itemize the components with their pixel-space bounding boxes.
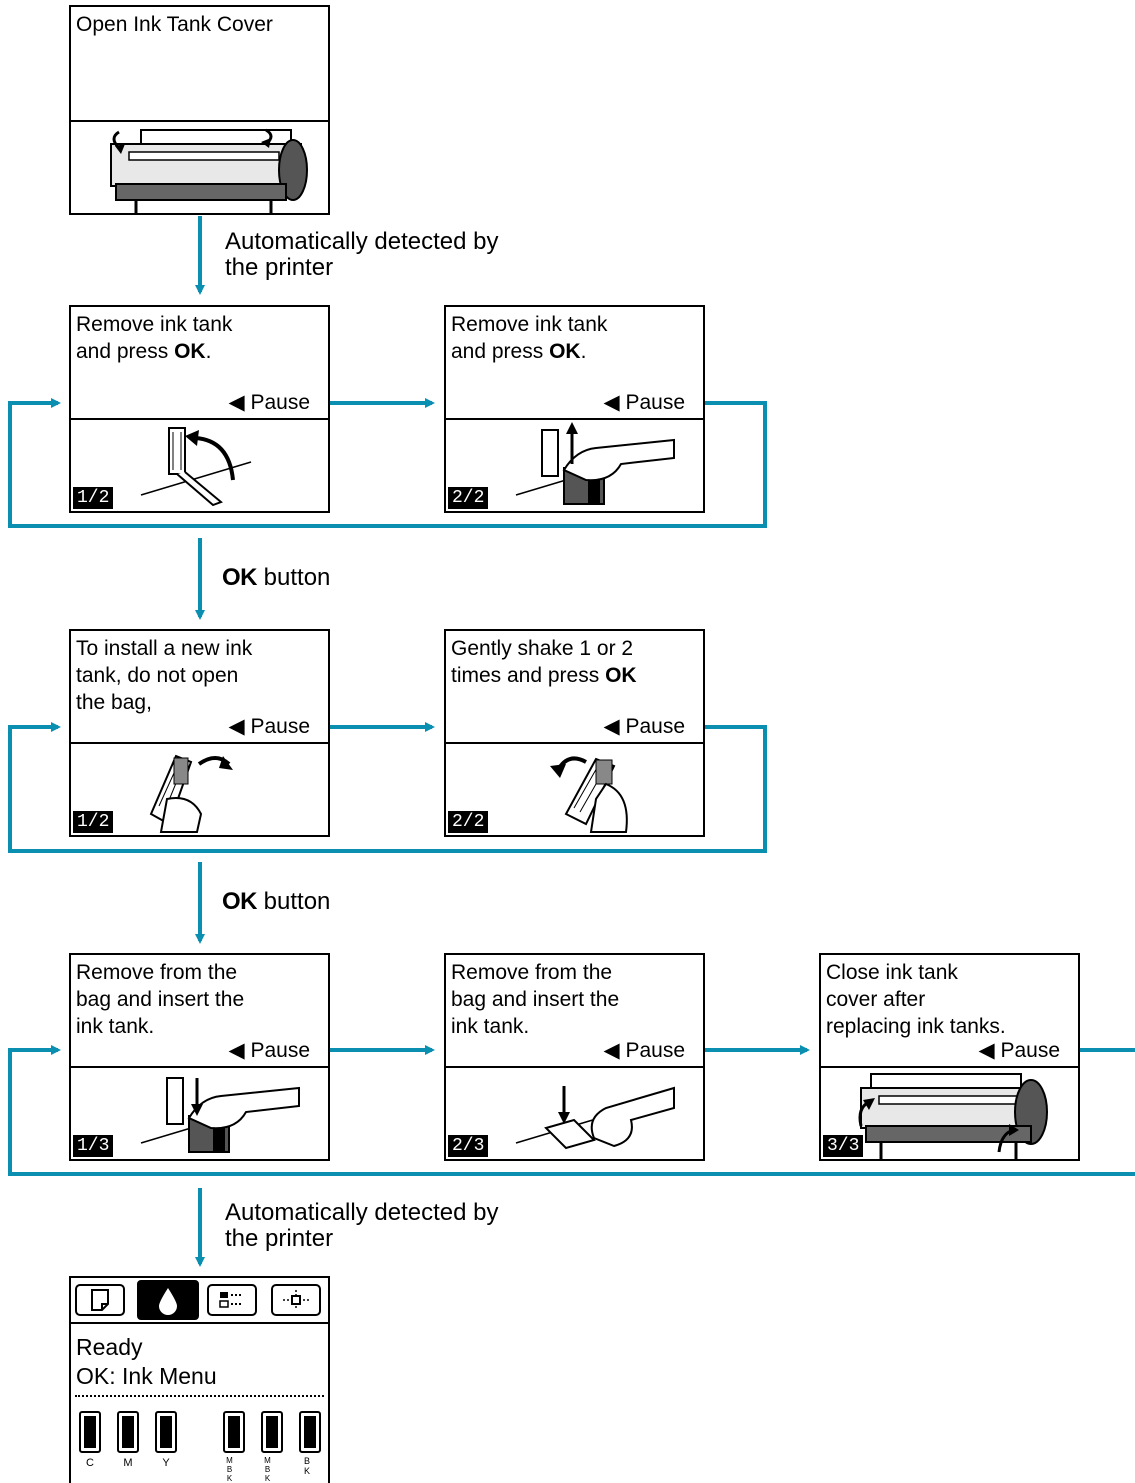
ink-label-m: M — [123, 1457, 133, 1469]
pause-label: ◀ Pause — [228, 715, 310, 738]
page-indicator: 2/2 — [448, 811, 489, 833]
pause-label: ◀ Pause — [228, 1039, 310, 1062]
text-period: . — [205, 340, 212, 363]
page-indicator: 1/3 — [73, 1135, 114, 1157]
ink-level-mbk-1 — [223, 1411, 245, 1453]
transition-label-auto-detect-2: Automatically detected by the printer — [225, 1199, 499, 1252]
ink-level-mbk-2 — [261, 1411, 283, 1453]
remove-tank-lever-illustration — [71, 420, 328, 511]
panel-text: Gently shake 1 or 2 times and press OK — [451, 635, 637, 689]
divider — [71, 120, 328, 122]
ok-keyword: OK — [549, 340, 581, 363]
divider — [446, 742, 703, 744]
panel-remove-ink-tank-2: Remove ink tank and press OK. ◀ Pause 2/2 — [444, 305, 705, 513]
job-list-icon — [219, 1292, 243, 1308]
dotted-divider — [75, 1395, 324, 1397]
button-word: button — [257, 564, 331, 591]
pause-label: ◀ Pause — [603, 715, 685, 738]
settings-icon — [283, 1290, 309, 1310]
panel-text: Open Ink Tank Cover — [76, 13, 273, 36]
text-line-1: Remove ink tank — [76, 313, 233, 336]
text-line-1: Gently shake 1 or 2 — [451, 637, 634, 660]
ink-label-y: Y — [162, 1457, 170, 1469]
pause-label: ◀ Pause — [978, 1039, 1060, 1062]
page-indicator: 2/3 — [448, 1135, 489, 1157]
tab-jobs — [207, 1284, 257, 1316]
tab-settings — [271, 1284, 321, 1316]
page-indicator: 1/2 — [73, 487, 114, 509]
panel-close-cover: Close ink tank cover after replacing ink… — [819, 953, 1080, 1161]
panel-install-new-tank-2: Gently shake 1 or 2 times and press OK ◀ … — [444, 629, 705, 837]
press-tank-illustration — [446, 1068, 703, 1159]
printer-open-illustration — [71, 122, 328, 213]
insert-tank-illustration — [71, 1068, 328, 1159]
ok-keyword: OK — [605, 664, 637, 687]
ok-keyword: OK — [222, 564, 258, 591]
panel-open-ink-tank-cover: Open Ink Tank Cover — [69, 5, 330, 215]
pause-label: ◀ Pause — [603, 391, 685, 414]
ink-level-c — [79, 1411, 101, 1453]
transition-label-ok-button: OK button — [222, 565, 330, 591]
page-indicator: 1/2 — [73, 811, 114, 833]
text-line-2: and press — [451, 340, 550, 363]
divider — [71, 1322, 328, 1324]
ink-level-bk — [299, 1411, 321, 1453]
panel-ready-screen: Ready OK: Ink Menu C M Y MBK MBK BK — [69, 1276, 330, 1483]
text-line-1: Remove ink tank — [451, 313, 608, 336]
text-line-2: times and press — [451, 664, 606, 687]
ink-label-c: C — [86, 1457, 94, 1469]
shake-tank-illustration — [446, 744, 703, 835]
panel-text: Remove ink tank and press OK. — [76, 311, 232, 365]
panel-text: Remove from the bag and insert the ink t… — [76, 961, 245, 1038]
divider — [446, 1066, 703, 1068]
panel-text: Close ink tank cover after replacing ink… — [826, 961, 1006, 1038]
pull-out-tank-illustration — [446, 420, 703, 511]
page-indicator: 3/3 — [823, 1135, 864, 1157]
ok-keyword: OK — [174, 340, 206, 363]
divider — [446, 418, 703, 420]
button-word: button — [257, 888, 331, 915]
panel-insert-tank-2: Remove from the bag and insert the ink t… — [444, 953, 705, 1161]
panel-remove-ink-tank-1: Remove ink tank and press OK. ◀ Pause 1/2 — [69, 305, 330, 513]
panel-insert-tank-1: Remove from the bag and insert the ink t… — [69, 953, 330, 1161]
page-indicator: 2/2 — [448, 487, 489, 509]
panel-text: Remove ink tank and press OK. — [451, 311, 607, 365]
status-text: Ready — [76, 1334, 143, 1360]
paper-icon — [91, 1289, 109, 1311]
divider — [71, 418, 328, 420]
hold-bag-illustration — [71, 744, 328, 835]
tab-bar — [71, 1278, 328, 1322]
ink-drop-icon — [159, 1288, 177, 1315]
tab-ink — [137, 1280, 199, 1320]
text-period: . — [580, 340, 587, 363]
panel-install-new-tank-1: To install a new ink tank, do not open t… — [69, 629, 330, 837]
panel-text: To install a new ink tank, do not open t… — [76, 637, 253, 714]
ink-label-mbk-1: MBK — [225, 1456, 234, 1483]
text-line-2: and press — [76, 340, 175, 363]
ink-label-bk: BK — [302, 1456, 312, 1476]
ink-level-m — [117, 1411, 139, 1453]
transition-label-ok-button-2: OK button — [222, 889, 330, 915]
ink-label-mbk-2: MBK — [263, 1456, 272, 1483]
tab-paper — [75, 1284, 125, 1316]
pause-label: ◀ Pause — [603, 1039, 685, 1062]
divider — [71, 1066, 328, 1068]
divider — [71, 742, 328, 744]
pause-label: ◀ Pause — [228, 391, 310, 414]
divider — [821, 1066, 1078, 1068]
printer-close-illustration — [821, 1068, 1078, 1159]
status-hint: OK: Ink Menu — [76, 1363, 217, 1389]
panel-text: Remove from the bag and insert the ink t… — [451, 961, 620, 1038]
transition-label-auto-detect: Automatically detected by the printer — [225, 228, 499, 281]
ink-level-y — [155, 1411, 177, 1453]
ok-keyword: OK — [222, 888, 258, 915]
